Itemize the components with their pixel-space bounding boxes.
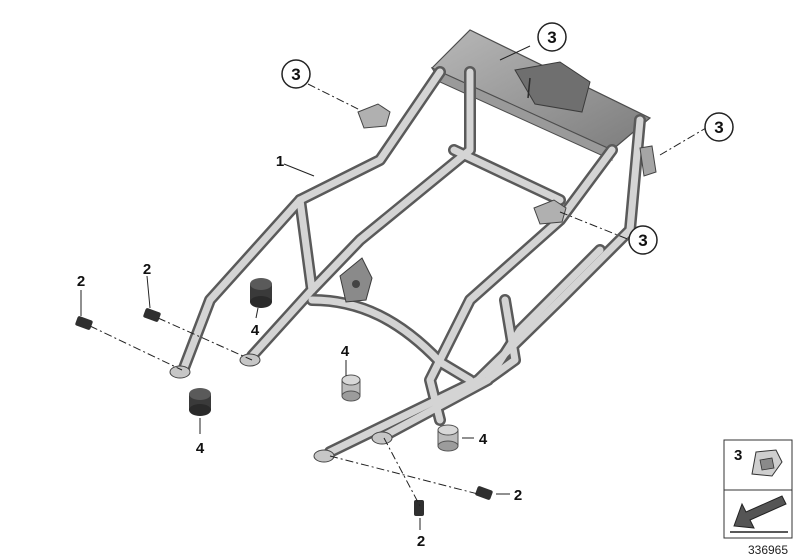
clip-block-left xyxy=(357,103,391,129)
callout-3-right-label: 3 xyxy=(714,118,723,137)
callout-3-mid: 3 xyxy=(628,225,658,255)
label-buffer-2: 4 xyxy=(341,343,350,360)
callout-3-top: 3 xyxy=(537,22,567,52)
clip-nut-icon xyxy=(751,449,783,477)
label-buffer-4: 4 xyxy=(479,431,488,448)
screw-3 xyxy=(475,486,493,500)
screw-1 xyxy=(75,316,93,330)
label-screw-1: 2 xyxy=(77,273,85,290)
arrow-symbol-icon xyxy=(730,495,788,533)
label-buffer-3: 4 xyxy=(196,440,205,457)
label-buffer-1: 4 xyxy=(251,322,260,339)
diagram-number: 336965 xyxy=(748,543,788,557)
callout-3-top-label: 3 xyxy=(547,28,556,47)
screw-4 xyxy=(414,500,424,516)
label-screw-3: 2 xyxy=(514,487,522,504)
rubber-buffers xyxy=(189,278,459,452)
callout-3-left-label: 3 xyxy=(291,65,300,84)
legend-box: 3 xyxy=(723,439,793,539)
mount-eye-left-inner xyxy=(239,353,261,367)
legend-part-number: 3 xyxy=(734,447,742,464)
callout-3-mid-label: 3 xyxy=(638,231,647,250)
clip-block-mid xyxy=(533,199,567,225)
clip-block-right xyxy=(639,145,657,177)
label-frame: 1 xyxy=(276,153,284,170)
mount-eye-right xyxy=(313,449,335,463)
rear-frame xyxy=(169,29,657,463)
label-screw-4: 2 xyxy=(417,533,425,550)
frame-tubes xyxy=(178,66,646,458)
leader-lines xyxy=(80,45,707,530)
screw-2 xyxy=(143,308,161,322)
top-bracket xyxy=(514,61,591,113)
buffer-center xyxy=(341,374,361,402)
callout-3-right: 3 xyxy=(704,112,734,142)
buffer-left-upper xyxy=(250,278,272,308)
callout-3-left: 3 xyxy=(281,59,311,89)
mount-eye-left xyxy=(169,365,191,379)
screws xyxy=(75,308,493,516)
mount-eye-right-inner xyxy=(371,431,393,445)
label-screw-2: 2 xyxy=(143,261,151,278)
buffer-right xyxy=(437,424,459,452)
buffer-left-lower xyxy=(189,388,211,416)
